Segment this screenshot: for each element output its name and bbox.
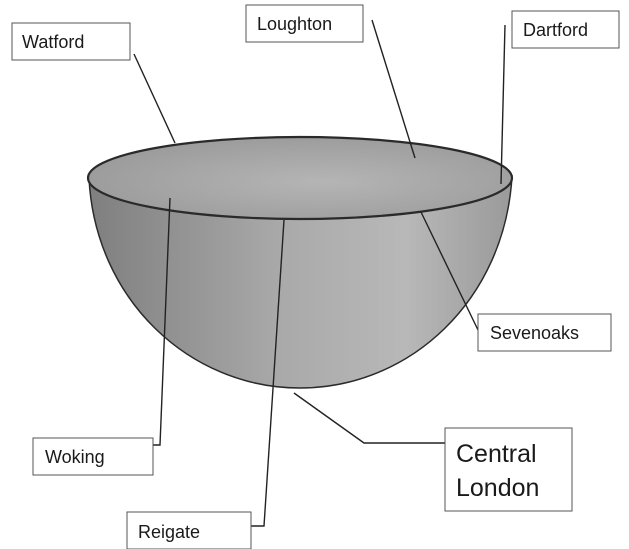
bowl-rim [88, 137, 512, 219]
leader-line-central-london [294, 393, 445, 443]
label-reigate-text: Reigate [138, 522, 200, 542]
label-central-london: Central London [445, 428, 572, 511]
label-sevenoaks: Sevenoaks [478, 314, 611, 351]
label-woking: Woking [33, 438, 153, 475]
leader-line-dartford [501, 25, 505, 184]
label-watford-text: Watford [22, 32, 84, 52]
label-sevenoaks-text: Sevenoaks [490, 323, 579, 343]
label-loughton-text: Loughton [257, 14, 332, 34]
label-watford: Watford [12, 23, 130, 60]
label-central-london-line2: London [456, 474, 539, 502]
label-dartford: Dartford [512, 11, 619, 48]
label-central-london-line1: Central [456, 440, 537, 468]
leader-line-watford [134, 54, 175, 143]
label-reigate: Reigate [127, 512, 251, 549]
label-loughton: Loughton [246, 5, 363, 42]
label-woking-text: Woking [45, 447, 105, 467]
leader-line-loughton [372, 20, 415, 158]
label-dartford-text: Dartford [523, 20, 588, 40]
